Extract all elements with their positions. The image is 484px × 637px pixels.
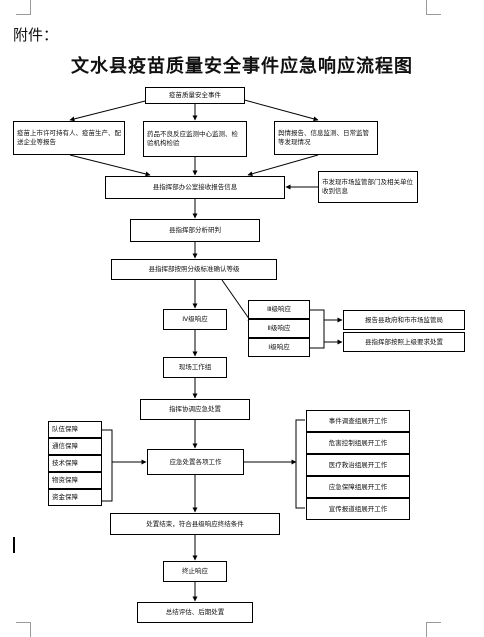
report-county-government-box: 报告县政府和市市场监管局 — [343, 310, 465, 330]
side-report-box: 市发现市场监管部门及相关单位收到信息 — [318, 171, 418, 203]
coordinate-box: 指挥协调应急处置 — [140, 399, 250, 420]
event-box: 疫苗质量安全事件 — [145, 87, 245, 104]
crop-mark-bottom-right — [426, 622, 441, 637]
analysis-box: 县指挥部分析研判 — [130, 219, 260, 242]
group-medical-treatment: 医疗救治组展开工作 — [306, 454, 410, 476]
finish-box: 处置结束，符合县级响应终结条件 — [110, 513, 280, 535]
crop-mark-bottom-left — [16, 622, 31, 637]
level2-box: Ⅱ级响应 — [248, 319, 310, 338]
guarantee-materials: 物资保障 — [48, 472, 102, 489]
group-hazard-control: 危害控制组展开工作 — [306, 432, 410, 454]
level4-box: Ⅳ级响应 — [163, 309, 227, 330]
source-box-public-opinion: 舆情报告、信息监测、日常监管等发现情况 — [274, 121, 378, 155]
attachment-label: 附件： — [13, 26, 59, 44]
level3-box: Ⅲ级响应 — [248, 300, 310, 319]
guarantee-communication: 通信保障 — [48, 438, 102, 455]
terminate-box: 终止响应 — [163, 561, 227, 582]
summary-box: 总结评估、后期处置 — [137, 602, 253, 623]
follow-superior-box: 县指挥部按照上级要求处置 — [343, 332, 465, 352]
office-receive-box: 县指挥部办公室接收报告信息 — [105, 176, 285, 199]
source-box-producer: 疫苗上市许可持有人、疫苗生产、配送企业等报告 — [13, 121, 125, 155]
guarantee-funds: 资金保障 — [48, 489, 102, 506]
group-investigation: 事件调查组展开工作 — [306, 410, 410, 432]
crop-mark-top-left — [16, 0, 31, 15]
field-team-box: 现场工作组 — [163, 357, 227, 378]
guarantee-technology: 技术保障 — [48, 455, 102, 472]
grading-box: 县指挥部按照分级标准确认等级 — [111, 259, 277, 280]
group-publicity: 宣传报道组展开工作 — [306, 498, 410, 520]
guarantee-team: 队伍保障 — [48, 421, 102, 438]
group-emergency-support: 应急保障组展开工作 — [306, 476, 410, 498]
source-box-monitoring: 药品不良反应监测中心监测、检验机构检验 — [143, 121, 247, 157]
level1-box: Ⅰ级响应 — [248, 338, 310, 357]
text-cursor — [13, 537, 15, 553]
crop-mark-top-right — [426, 0, 441, 15]
page-title: 文水县疫苗质量安全事件应急响应流程图 — [71, 56, 413, 77]
handling-box: 应急处置各项工作 — [147, 449, 244, 475]
